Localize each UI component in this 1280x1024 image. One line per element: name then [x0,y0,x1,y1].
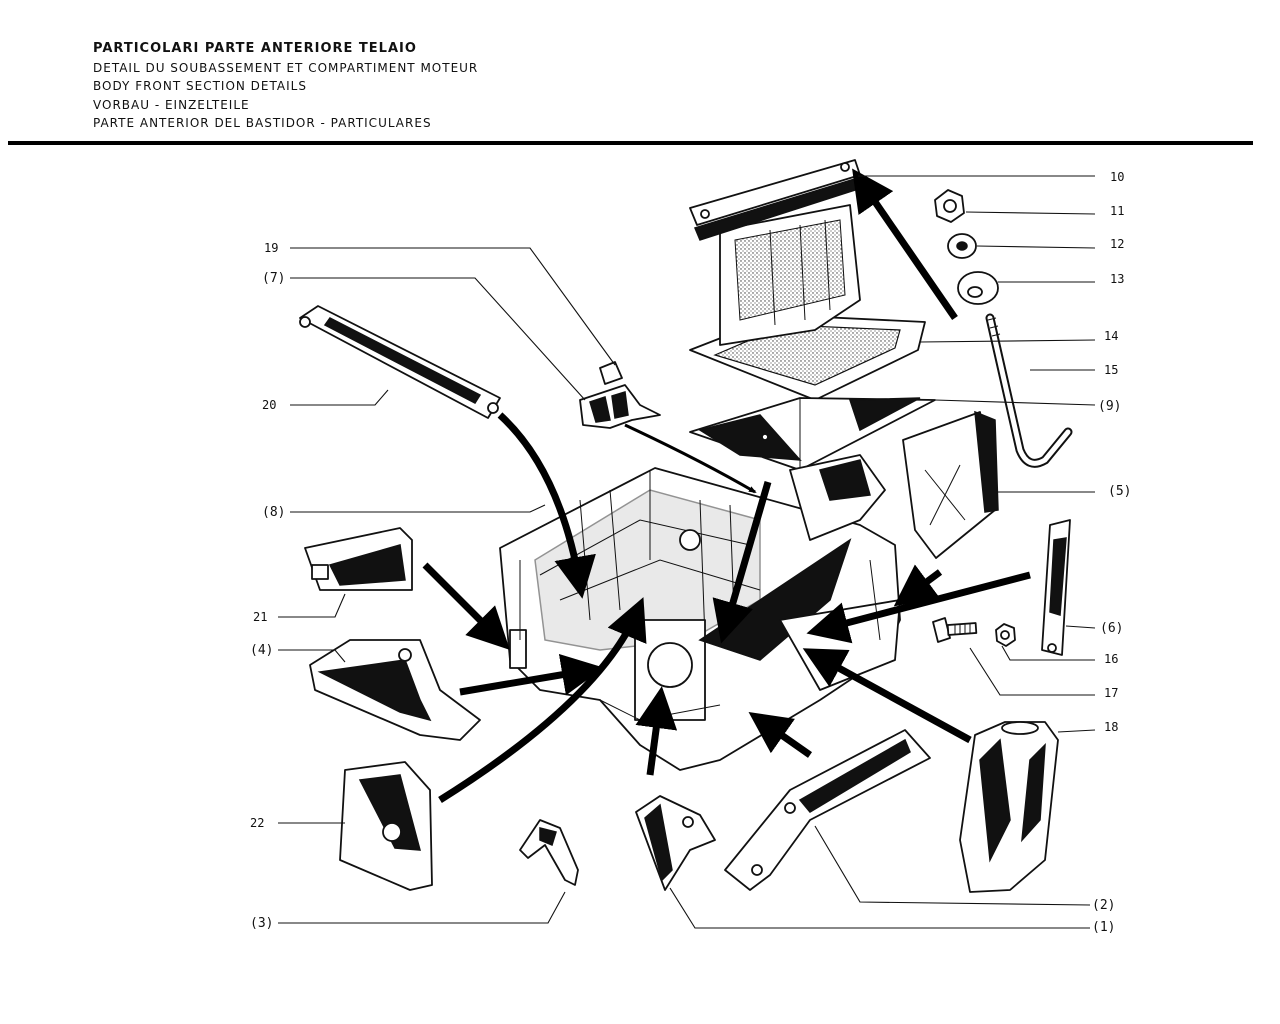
lock-washer-part-12 [947,233,977,259]
air-duct-panel [789,454,886,541]
callout-12: 12 [1110,237,1124,251]
clip-part-3 [519,819,579,886]
callout-10: 10 [1110,170,1124,184]
title-block: PARTICOLARI PARTE ANTERIORE TELAIO DETAI… [93,40,478,133]
side-member-part-4 [309,639,481,741]
callout-5: (5) [1108,484,1131,499]
callout-11: 11 [1110,204,1124,218]
callout-8: (8) [262,505,285,520]
callout-1: (1) [1092,920,1115,935]
callout-6: (6) [1100,621,1123,636]
bracket-part-1 [635,795,716,891]
callout-13: 13 [1110,272,1124,286]
inner-panel-part-5 [902,410,999,559]
battery-support-part-9 [689,397,936,471]
callout-4: (4) [250,643,273,658]
washer-part-13 [957,271,999,305]
callout-16: 16 [1104,652,1118,666]
hook-bolt-part-15 [985,313,1073,468]
nut-part-11 [934,189,965,223]
battery-tray-part-14 [689,204,926,401]
callout-15: 15 [1104,363,1118,377]
block-part-19 [599,361,623,385]
callout-7: (7) [262,271,285,286]
bolt-part-17 [932,617,978,643]
callout-3: (3) [250,916,273,931]
callout-17: 17 [1104,686,1118,700]
callout-20: 20 [262,398,276,412]
front-panel-part-18 [959,721,1059,893]
bracket-part-7 [579,384,661,429]
callout-9: (9) [1098,399,1121,414]
battery-hold-bar-part-10 [689,159,861,241]
callout-2: (2) [1092,898,1115,913]
bracket-part-21 [304,527,413,591]
callout-14: 14 [1104,329,1118,343]
callout-labels: 10 11 12 13 14 15 (9) (5) (6) 16 17 18 (… [250,170,1131,935]
title-english: BODY FRONT SECTION DETAILS [93,79,307,93]
gusset-part-22 [339,761,433,891]
title-french: DETAIL DU SOUBASSEMENT ET COMPARTIMENT M… [93,60,479,75]
title-german: VORBAU - EINZELTEILE [93,97,250,112]
leader-lines [278,175,1096,929]
nut-part-16 [995,623,1016,647]
callout-19: 19 [264,241,278,255]
callout-21: 21 [253,610,267,624]
assembly-arrows [422,168,1031,803]
rail-part-20 [299,305,501,419]
reinforcement-part-2 [724,729,931,891]
callout-18: 18 [1104,720,1118,734]
title-italian: PARTICOLARI PARTE ANTERIORE TELAIO [93,41,417,56]
bracket-part-6 [1041,519,1071,656]
title-spanish: PARTE ANTERIOR DEL BASTIDOR - PARTICULAR… [93,116,432,130]
callout-22: 22 [250,816,264,830]
header-rule [8,141,1253,145]
